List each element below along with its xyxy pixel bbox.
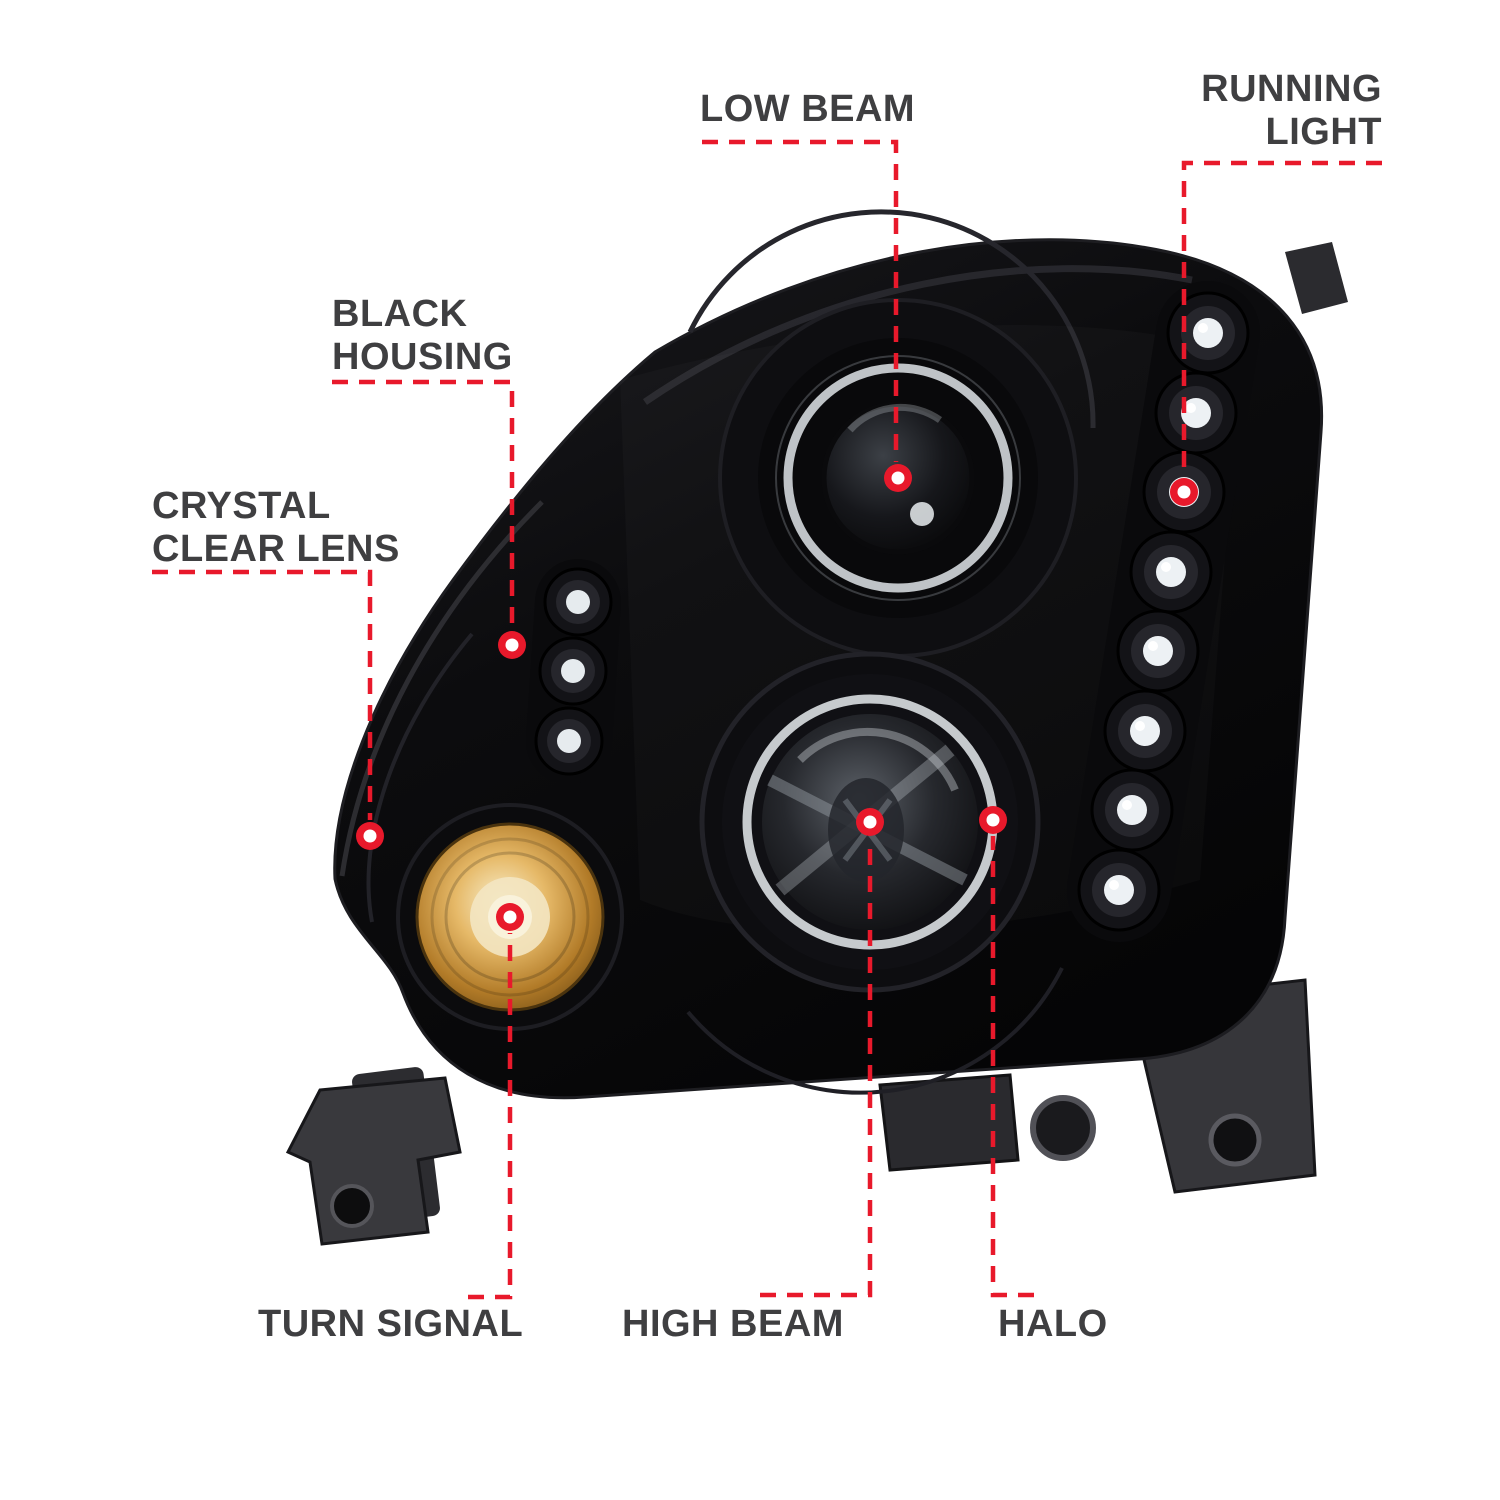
running-light-label-line1: RUNNING [1201,68,1382,110]
led [1090,768,1174,852]
adjuster-boss [1030,1095,1096,1161]
halo-leader-line [990,836,1034,1298]
turn-signal-label-text: TURN SIGNAL [258,1303,524,1345]
low-beam-label: LOW BEAM [700,88,915,131]
turn-signal-point [496,903,524,931]
bracket-bolt-hole-left [330,1184,374,1228]
top-edge-highlight [643,265,1193,405]
black-housing-label-line2: HOUSING [332,336,513,378]
crystal-clear-lens-label-line1: CRYSTAL [152,485,331,527]
mounting-tab-top-right [1285,242,1348,314]
callout-points [356,464,1198,931]
crystal-clear-lens-point [356,822,384,850]
running-light-label: RUNNING LIGHT [1160,68,1382,154]
black-housing-label: BLACK HOUSING [332,293,513,379]
high-beam-point [856,808,884,836]
black-housing-label-line1: BLACK [332,293,468,335]
halo-label-text: HALO [998,1303,1108,1345]
crystal-clear-lens-label: CRYSTAL CLEAR LENS [152,485,400,571]
led [543,567,613,637]
high-beam-label: HIGH BEAM [622,1303,844,1346]
low-beam-label-text: LOW BEAM [700,88,916,130]
high-beam-label-text: HIGH BEAM [622,1303,844,1345]
led [1166,291,1250,375]
high-beam-leader-line [760,838,873,1298]
mounting-brackets [285,242,1348,1246]
led [1116,609,1200,693]
halo-label: HALO [998,1303,1108,1346]
black-housing-leader-line [332,379,515,629]
led [534,706,604,776]
lens-crease-line [366,632,474,923]
callout-leader-lines [152,139,1382,1300]
led [1103,689,1187,773]
bezel-arc-top [687,209,1096,429]
bezel-arc-bottom [686,967,1064,1095]
black-housing-point [498,631,526,659]
led-running-light-strip [1067,281,1260,942]
led [1129,530,1213,614]
led [1077,848,1161,932]
running-light-label-line2: LIGHT [1265,111,1382,153]
running-light-leader-line [1181,160,1382,476]
mounting-bracket-center [878,1073,1020,1172]
crystal-clear-lens-label-line2: CLEAR LENS [152,528,400,570]
led [538,636,608,706]
halo-point [979,806,1007,834]
lens-reflection-dot [910,502,934,526]
led [1154,371,1238,455]
low-beam-leader-line [702,139,899,462]
crystal-clear-lens-leader-line [152,569,373,820]
low-beam-point [884,464,912,492]
left-edge-highlight [339,500,544,877]
turn-signal-label: TURN SIGNAL [258,1303,523,1346]
running-light-point [1170,478,1198,506]
accent-led-cluster [526,559,621,784]
turn-signal-leader-line [468,933,513,1300]
bracket-bolt-hole-right [1208,1113,1262,1167]
